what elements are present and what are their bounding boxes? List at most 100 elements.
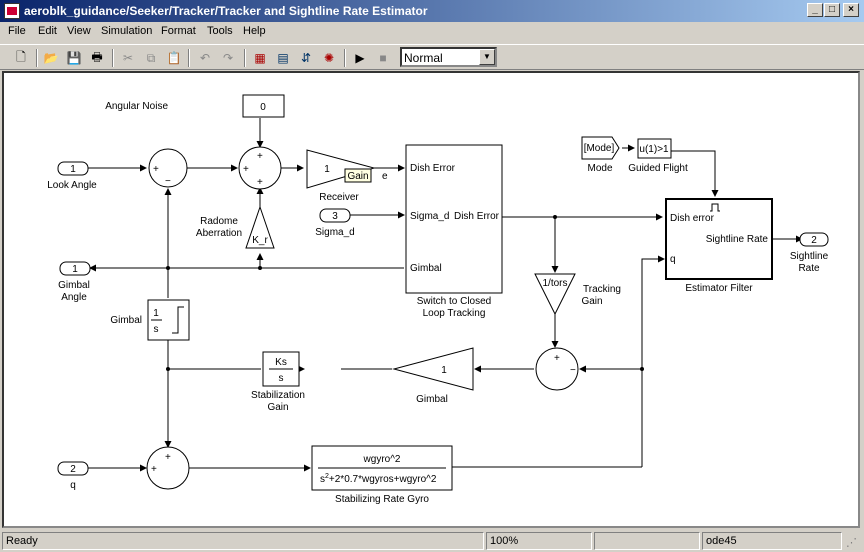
status-zoom: 100% xyxy=(486,532,592,550)
sightline-rate-outport[interactable] xyxy=(799,232,829,247)
receiver-gain-block[interactable] xyxy=(306,149,376,189)
receiver-gain-value: 1 xyxy=(324,164,330,175)
menu-edit[interactable]: Edit xyxy=(38,25,57,37)
start-simulation-icon[interactable]: ▶ xyxy=(355,51,365,65)
print-icon[interactable]: 🖶 xyxy=(91,49,103,64)
sum-block-noise[interactable] xyxy=(238,146,282,190)
ks-denominator: s xyxy=(279,373,284,384)
estimator-input-q: q xyxy=(670,254,676,265)
branch-points xyxy=(166,215,644,371)
chevron-down-icon[interactable]: ▼ xyxy=(479,49,495,65)
radome-label-2: Aberration xyxy=(196,228,242,239)
new-model-icon[interactable]: 🗋 xyxy=(16,49,26,64)
sightline-rate-label-1: Sightline xyxy=(790,251,829,262)
tf-den-s: s xyxy=(320,474,325,485)
gimbal-angle-outport[interactable] xyxy=(59,261,91,276)
sightline-rate-port-number: 2 xyxy=(811,235,817,246)
minimize-button[interactable]: _ xyxy=(807,3,823,17)
toolbar: 🗋 📂 💾 🖶 ✂ ⧉ 📋 ↶ ↷ ▦ ▤ ⇵ ✺ ▶ ■ xyxy=(0,44,864,70)
status-bar: Ready 100% ode45 ⋰ xyxy=(0,530,864,552)
menu-file[interactable]: File xyxy=(8,25,26,37)
look-angle-label: Look Angle xyxy=(47,180,97,191)
toolbar-separator xyxy=(244,49,246,67)
sum-block-rate[interactable] xyxy=(146,446,190,490)
sum-minus-sign: − xyxy=(570,365,576,376)
window-title: aeroblk_guidance/Seeker/Tracker/Tracker … xyxy=(24,4,428,18)
estimator-input-dish-error: Dish error xyxy=(670,213,715,224)
integrator-denominator: s xyxy=(154,324,159,335)
q-inport[interactable] xyxy=(57,461,89,476)
paste-icon[interactable]: 📋 xyxy=(166,51,182,65)
copy-icon[interactable]: ⧉ xyxy=(146,50,156,65)
radome-aberration-gain-block[interactable] xyxy=(245,205,275,249)
sum-plus-sign: + xyxy=(153,164,159,175)
integrator-icon xyxy=(172,306,184,334)
switch-input-gimbal: Gimbal xyxy=(410,263,442,274)
look-angle-inport[interactable] xyxy=(57,161,89,176)
sum-plus-sign: + xyxy=(257,151,263,162)
tf-denominator: s2+2*0.7*wgyros+wgyro^2 xyxy=(320,473,437,485)
switch-to-closed-loop-subsystem[interactable] xyxy=(405,144,503,294)
e-signal-label: e xyxy=(382,171,388,182)
resize-grip-icon[interactable]: ⋰ xyxy=(846,537,857,549)
tf-numerator: wgyro^2 xyxy=(363,454,401,465)
angular-noise-label: Angular Noise xyxy=(105,101,168,112)
switch-output-dish-error: Dish Error xyxy=(454,211,500,222)
guided-flight-fcn-block[interactable] xyxy=(637,138,672,159)
stabilization-label-1: Stabilization xyxy=(251,390,305,401)
save-icon[interactable]: 💾 xyxy=(66,51,82,65)
close-button[interactable]: × xyxy=(843,3,859,17)
sigma-d-inport[interactable] xyxy=(319,208,351,223)
estimator-filter-label: Estimator Filter xyxy=(685,283,753,294)
gimbal-angle-port-number: 1 xyxy=(72,264,78,275)
status-blank xyxy=(594,532,700,550)
simulink-app-icon[interactable] xyxy=(4,3,20,19)
menu-format[interactable]: Format xyxy=(161,25,196,37)
gimbal-angle-label-1: Gimbal xyxy=(58,280,90,291)
sigma-d-port-number: 3 xyxy=(332,211,338,222)
tracking-gain-label-1: Tracking xyxy=(583,284,621,295)
title-bar: aeroblk_guidance/Seeker/Tracker/Tracker … xyxy=(0,0,864,22)
estimator-output-sightline-rate: Sightline Rate xyxy=(706,234,769,245)
undo-icon[interactable]: ↶ xyxy=(199,51,211,65)
menu-view[interactable]: View xyxy=(67,25,91,37)
integrator-numerator: 1 xyxy=(153,308,159,319)
maximize-button[interactable]: □ xyxy=(824,3,840,17)
model-canvas[interactable]: Angular Noise 0 1 Look Angle 1 Gimbal An… xyxy=(2,71,860,528)
menu-tools[interactable]: Tools xyxy=(207,25,233,37)
stabilization-label-2: Gain xyxy=(267,402,288,413)
switch-label-1: Switch to Closed xyxy=(417,296,491,307)
estimator-filter-subsystem[interactable] xyxy=(665,198,773,280)
simulation-mode-select[interactable]: Normal ▼ xyxy=(400,47,497,67)
sum-plus-sign: + xyxy=(243,164,249,175)
q-port-number: 2 xyxy=(70,464,76,475)
gain-tooltip xyxy=(344,168,372,183)
debug-icon[interactable]: ✺ xyxy=(323,51,335,65)
switch-input-dish-error: Dish Error xyxy=(410,163,456,174)
gimbal-integrator-label: Gimbal xyxy=(110,315,142,326)
navigate-parent-icon[interactable]: ⇵ xyxy=(300,51,312,65)
sum-block-look-angle[interactable] xyxy=(148,148,188,188)
tracking-gain-block[interactable] xyxy=(534,273,576,316)
open-folder-icon[interactable]: 📂 xyxy=(43,51,59,65)
signal-lines xyxy=(88,118,803,472)
mode-tag-text: [Mode] xyxy=(584,143,615,154)
tf-den-exponent: 2 xyxy=(325,473,329,480)
library-browser-icon[interactable]: ▦ xyxy=(254,51,266,65)
toolbar-separator xyxy=(112,49,114,67)
sum-block-tracking[interactable] xyxy=(535,347,579,391)
gimbal-gain-block[interactable] xyxy=(392,347,474,391)
cut-icon[interactable]: ✂ xyxy=(122,51,134,65)
redo-icon[interactable]: ↷ xyxy=(222,51,234,65)
model-explorer-icon[interactable]: ▤ xyxy=(277,51,289,65)
menu-bar: File Edit View Simulation Format Tools H… xyxy=(0,22,864,42)
gain-tooltip-text: Gain xyxy=(347,171,368,182)
mode-from-tag[interactable] xyxy=(581,136,620,160)
angular-noise-block[interactable] xyxy=(242,94,285,118)
sum-plus-sign: + xyxy=(151,464,157,475)
block-diagram[interactable]: Angular Noise 0 1 Look Angle 1 Gimbal An… xyxy=(2,71,860,528)
menu-simulation[interactable]: Simulation xyxy=(101,25,153,37)
kr-label: K_r xyxy=(252,235,268,246)
stop-simulation-icon[interactable]: ■ xyxy=(379,51,387,65)
menu-help[interactable]: Help xyxy=(243,25,266,37)
